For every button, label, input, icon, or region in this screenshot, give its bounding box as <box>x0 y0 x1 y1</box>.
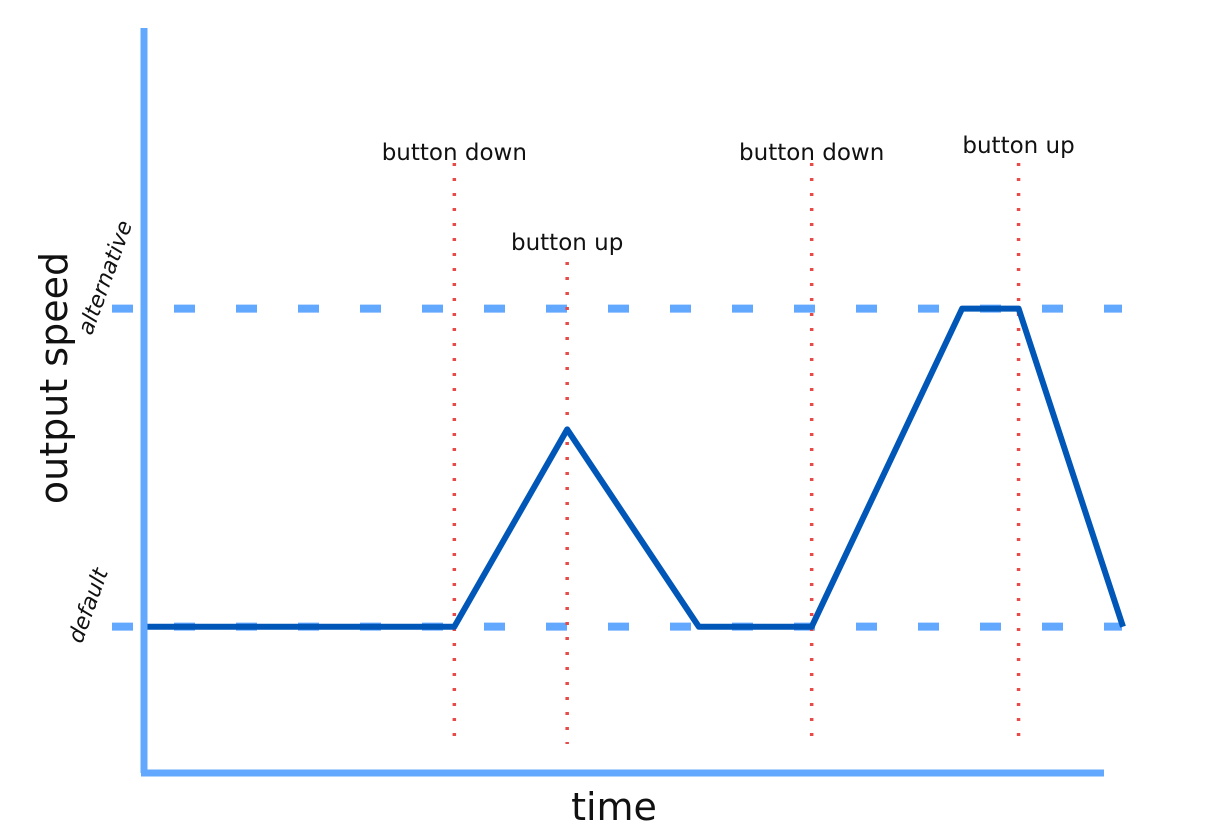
y-axis-label: output speed <box>32 252 76 504</box>
speed-trace <box>144 305 1126 630</box>
event-label: button down <box>739 140 884 166</box>
event-label: button up <box>962 133 1074 159</box>
event-label: button up <box>511 230 623 256</box>
event-markers: button down button up button down button up <box>382 133 1075 744</box>
event-label: button down <box>382 140 527 166</box>
level-label-default: default <box>64 564 114 647</box>
signal-layer <box>144 305 1126 630</box>
axes <box>140 28 1104 777</box>
reference-lines <box>110 304 1122 631</box>
x-axis-label: time <box>571 785 657 829</box>
level-label-alternative: alternative <box>74 217 138 338</box>
